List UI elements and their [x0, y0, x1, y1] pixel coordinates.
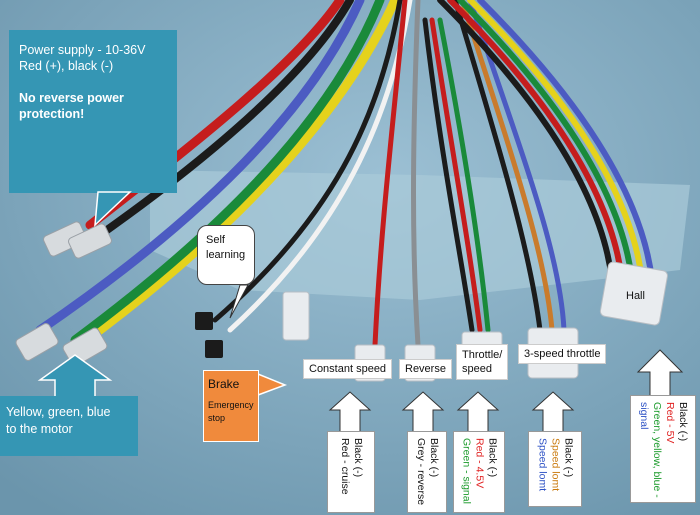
pinout-line: Black (-) — [352, 438, 364, 478]
label-hall: Hall — [626, 290, 645, 302]
pinout-line: Green, yellow, blue - — [651, 402, 663, 498]
pinout-line: Green - signal — [460, 438, 473, 504]
power-supply-callout: Power supply - 10-36V Red (+), black (-)… — [9, 30, 177, 193]
motor-callout: Yellow, green, blue to the motor — [0, 396, 138, 456]
label-three-speed: 3-speed throttle — [518, 344, 607, 364]
label-throttle: Throttle/ speed — [456, 344, 509, 380]
pinout-line: Red - 5V — [664, 402, 676, 444]
motor-line2: to the motor — [6, 422, 73, 436]
motor-line1: Yellow, green, blue — [6, 405, 111, 419]
pinout-reverse: Black (-)Grey - reverse — [407, 431, 447, 513]
pinout-cruise: Black (-)Red - cruise — [327, 431, 375, 513]
pinout-line: Grey - reverse — [415, 438, 427, 506]
pinout-line: Black (-) — [486, 438, 499, 478]
power-supply-line2: Red (+), black (-) — [19, 59, 114, 73]
brake-callout: Brake Emergency stop — [203, 370, 259, 442]
self-learning-line1: Self — [206, 234, 225, 246]
power-supply-line1: Power supply - 10-36V — [19, 43, 146, 57]
brake-sub1: Emergency — [208, 400, 254, 410]
brake-sub2: stop — [208, 413, 226, 423]
pinout-line: Black (-) — [562, 438, 575, 478]
pinout-line: Black (-) — [428, 438, 440, 478]
power-warning-line1: No reverse power — [19, 91, 124, 105]
label-reverse: Reverse — [399, 359, 452, 379]
pinout-line: Black (-) — [677, 402, 689, 442]
brake-title: Brake — [208, 377, 240, 391]
power-warning-line2: protection! — [19, 107, 85, 121]
label-throttle-line1: Throttle/ — [462, 349, 503, 361]
pinout-line: Red - 4.5V — [473, 438, 486, 489]
pinout-line: Speed lomt — [549, 438, 562, 492]
pinout-line: signal — [638, 402, 650, 430]
self-learning-line2: learning — [206, 249, 246, 261]
label-constant-speed: Constant speed — [303, 359, 393, 379]
label-throttle-line2: speed — [462, 363, 492, 375]
pinout-line: Speed lomt — [536, 438, 549, 492]
pinout-line: Red - cruise — [339, 438, 351, 495]
self-learning-callout: Self learning — [197, 225, 255, 285]
